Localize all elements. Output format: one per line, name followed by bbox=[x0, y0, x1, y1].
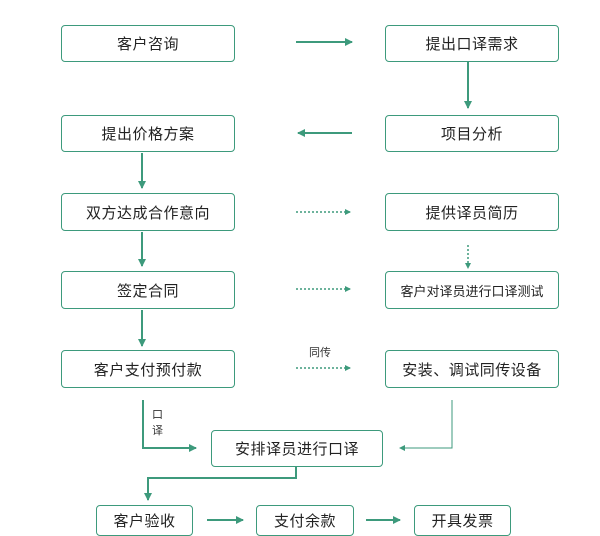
label-consecutive-1: 口 bbox=[152, 408, 163, 421]
node-invoice-label: 开具发票 bbox=[431, 512, 494, 530]
node-analysis: 项目分析 bbox=[385, 115, 559, 152]
node-agreement-label: 双方达成合作意向 bbox=[85, 203, 210, 222]
label-simultaneous: 同传 bbox=[309, 346, 331, 359]
node-price-plan: 提出价格方案 bbox=[61, 115, 235, 152]
node-test-label: 客户对译员进行口译测试 bbox=[400, 284, 544, 300]
arrow-prepay-to-arrange bbox=[142, 400, 197, 452]
node-equipment-label: 安装、调试同传设备 bbox=[402, 360, 542, 379]
node-prepay: 客户支付预付款 bbox=[61, 350, 235, 388]
node-contract: 签定合同 bbox=[61, 271, 235, 309]
node-consult-label: 客户咨询 bbox=[116, 35, 179, 53]
arrow-arrange-to-accept bbox=[144, 466, 297, 501]
node-arrange: 安排译员进行口译 bbox=[211, 430, 383, 467]
node-contract-label: 签定合同 bbox=[116, 281, 179, 300]
node-request: 提出口译需求 bbox=[385, 25, 559, 62]
dotted-arrow-equipment-to-arrange bbox=[399, 400, 453, 451]
node-equipment: 安装、调试同传设备 bbox=[385, 350, 559, 388]
node-request-label: 提出口译需求 bbox=[425, 35, 519, 53]
node-balance: 支付余款 bbox=[256, 505, 354, 536]
node-prepay-label: 客户支付预付款 bbox=[93, 360, 203, 379]
node-invoice: 开具发票 bbox=[414, 505, 511, 536]
node-balance-label: 支付余款 bbox=[273, 512, 336, 530]
node-accept-label: 客户验收 bbox=[113, 512, 176, 530]
node-agreement: 双方达成合作意向 bbox=[61, 193, 235, 231]
node-consult: 客户咨询 bbox=[61, 25, 235, 62]
node-arrange-label: 安排译员进行口译 bbox=[234, 440, 359, 458]
label-consecutive-2: 译 bbox=[152, 424, 163, 437]
node-resume-label: 提供译员简历 bbox=[425, 203, 519, 222]
node-resume: 提供译员简历 bbox=[385, 193, 559, 231]
node-price-plan-label: 提出价格方案 bbox=[101, 125, 195, 143]
node-accept: 客户验收 bbox=[96, 505, 193, 536]
node-test: 客户对译员进行口译测试 bbox=[385, 271, 559, 309]
node-analysis-label: 项目分析 bbox=[440, 125, 503, 143]
